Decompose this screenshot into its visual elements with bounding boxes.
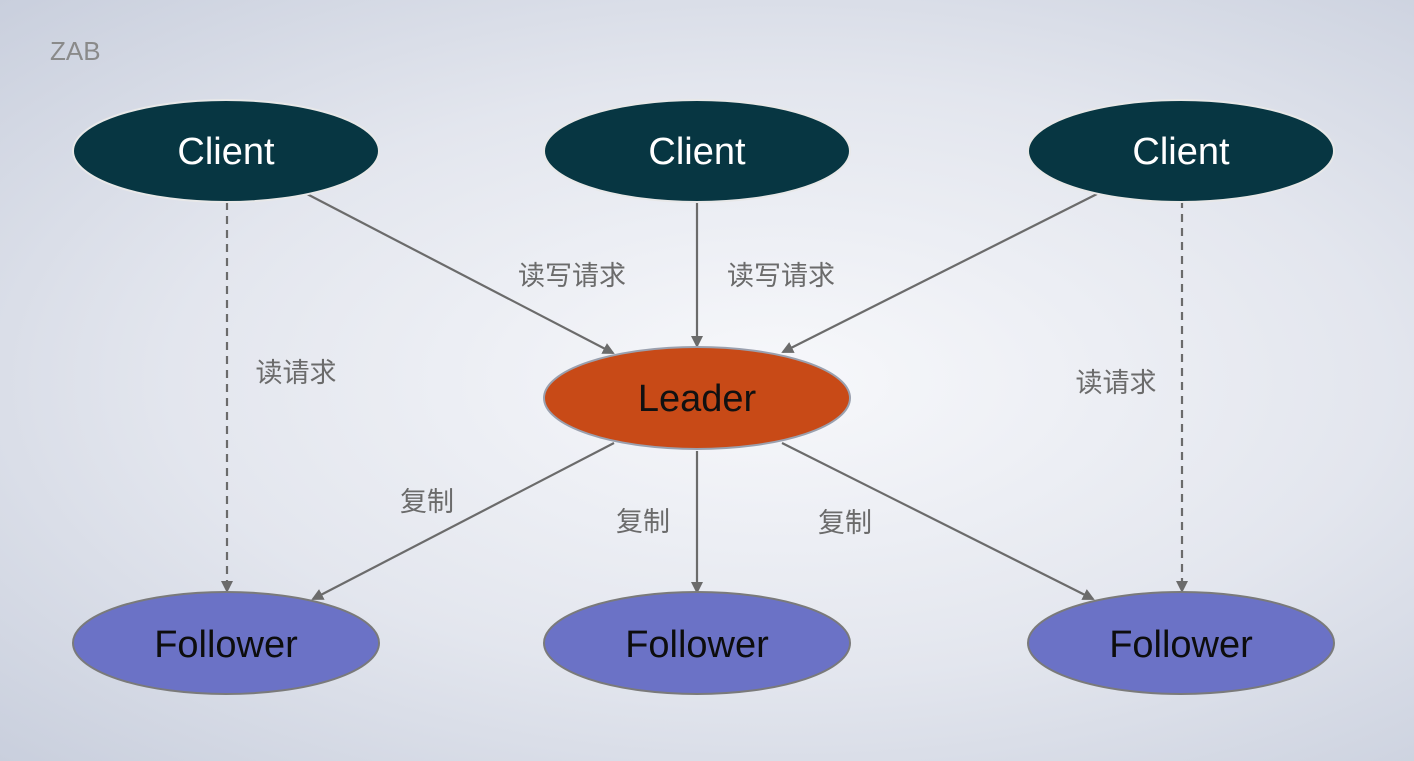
client-node-right-label: Client: [1132, 131, 1230, 173]
edge-label-client-middle-to-leader: 读写请求: [727, 261, 835, 292]
client-node-middle-label: Client: [648, 131, 746, 173]
edge-leader-to-follower-left: [311, 442, 615, 600]
page-title: ZAB: [50, 36, 101, 66]
client-node-left-label: Client: [177, 131, 275, 173]
leader-node: Leader: [543, 346, 851, 450]
edge-label-client-right-to-follower-right: 读请求: [1076, 368, 1157, 399]
leader-node-label: Leader: [638, 378, 757, 420]
follower-node-right: Follower: [1027, 591, 1335, 695]
edge-label-client-left-to-leader: 读写请求: [518, 261, 626, 292]
follower-node-middle-label: Follower: [625, 624, 769, 666]
follower-node-left-label: Follower: [154, 624, 298, 666]
edge-label-leader-to-follower-right: 复制: [818, 508, 872, 539]
edge-label-leader-to-follower-left: 复制: [400, 487, 454, 518]
edge-leader-to-follower-right: [781, 442, 1095, 600]
client-node-middle: Client: [543, 99, 851, 203]
edge-label-client-left-to-follower-left: 读请求: [256, 358, 337, 389]
edge-client-right-to-leader: [781, 193, 1098, 353]
edge-client-left-to-leader: [306, 193, 615, 354]
client-node-right: Client: [1027, 99, 1335, 203]
follower-node-middle: Follower: [543, 591, 851, 695]
follower-node-right-label: Follower: [1109, 624, 1253, 666]
follower-node-left: Follower: [72, 591, 380, 695]
client-node-left: Client: [72, 99, 380, 203]
edge-label-leader-to-follower-middle: 复制: [616, 507, 670, 538]
